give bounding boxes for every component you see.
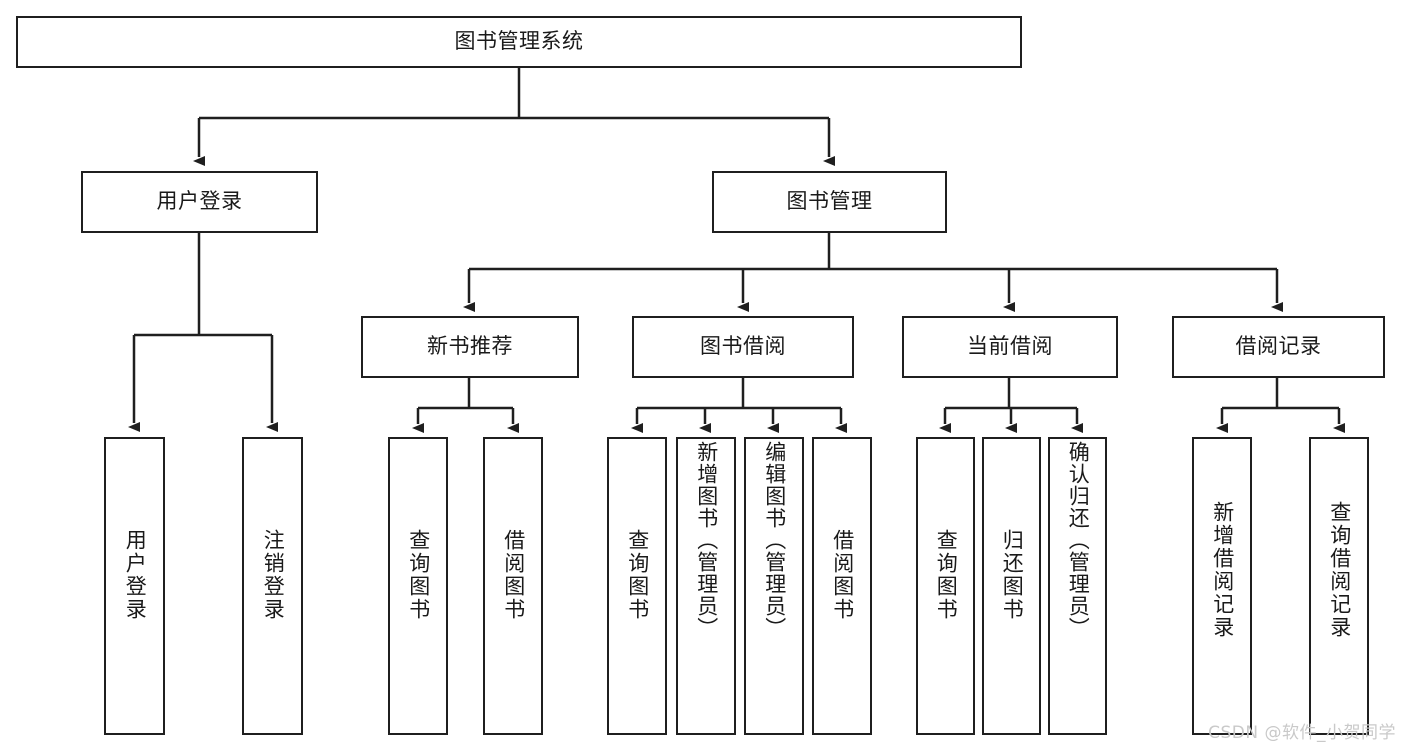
- node-label: 借阅图书: [501, 529, 526, 621]
- node-label: 用户登录: [156, 189, 243, 214]
- node-label: 借阅记录: [1235, 334, 1322, 359]
- node-label: 借阅图书: [830, 529, 855, 621]
- node-label: 查询图书: [625, 529, 650, 621]
- node-label: 新增借阅记录: [1210, 501, 1235, 639]
- leaf-return-book[interactable]: 归还图书: [982, 437, 1041, 735]
- node-label: 图书管理系统: [454, 29, 584, 54]
- node-new-book-recommend[interactable]: 新书推荐: [361, 316, 579, 378]
- leaf-borrow-book[interactable]: 借阅图书: [812, 437, 872, 735]
- leaf-query-book-current[interactable]: 查询图书: [916, 437, 975, 735]
- leaf-add-book-admin[interactable]: 新增图书（管理员）: [676, 437, 736, 735]
- node-label: 编辑图书（管理员）: [762, 441, 787, 639]
- node-label: 确认归还（管理员）: [1066, 441, 1091, 639]
- leaf-borrow-book-new[interactable]: 借阅图书: [483, 437, 543, 735]
- node-book-management[interactable]: 图书管理: [712, 171, 947, 233]
- node-label: 图书管理: [786, 189, 873, 214]
- node-label: 查询图书: [406, 529, 431, 621]
- node-book-borrow[interactable]: 图书借阅: [632, 316, 854, 378]
- leaf-query-borrow-record[interactable]: 查询借阅记录: [1309, 437, 1369, 735]
- leaf-logout[interactable]: 注销登录: [242, 437, 303, 735]
- node-label: 图书借阅: [700, 334, 786, 359]
- node-label: 新增图书（管理员）: [694, 441, 719, 639]
- node-label: 查询图书: [934, 529, 959, 621]
- leaf-user-login[interactable]: 用户登录: [104, 437, 165, 735]
- leaf-confirm-return-admin[interactable]: 确认归还（管理员）: [1048, 437, 1107, 735]
- node-user-login[interactable]: 用户登录: [81, 171, 318, 233]
- leaf-query-book-borrow[interactable]: 查询图书: [607, 437, 667, 735]
- leaf-add-borrow-record[interactable]: 新增借阅记录: [1192, 437, 1252, 735]
- leaf-query-book-new[interactable]: 查询图书: [388, 437, 448, 735]
- node-label: 当前借阅: [967, 334, 1053, 359]
- node-label: 新书推荐: [427, 334, 513, 359]
- node-label: 注销登录: [261, 529, 286, 621]
- node-borrow-record[interactable]: 借阅记录: [1172, 316, 1385, 378]
- csdn-watermark: CSDN @软件_小贺同学: [1208, 723, 1396, 743]
- node-root-system[interactable]: 图书管理系统: [16, 16, 1022, 68]
- node-label: 用户登录: [123, 529, 148, 621]
- node-label: 查询借阅记录: [1327, 501, 1352, 639]
- node-current-borrow[interactable]: 当前借阅: [902, 316, 1118, 378]
- leaf-edit-book-admin[interactable]: 编辑图书（管理员）: [744, 437, 804, 735]
- node-label: 归还图书: [1000, 529, 1025, 621]
